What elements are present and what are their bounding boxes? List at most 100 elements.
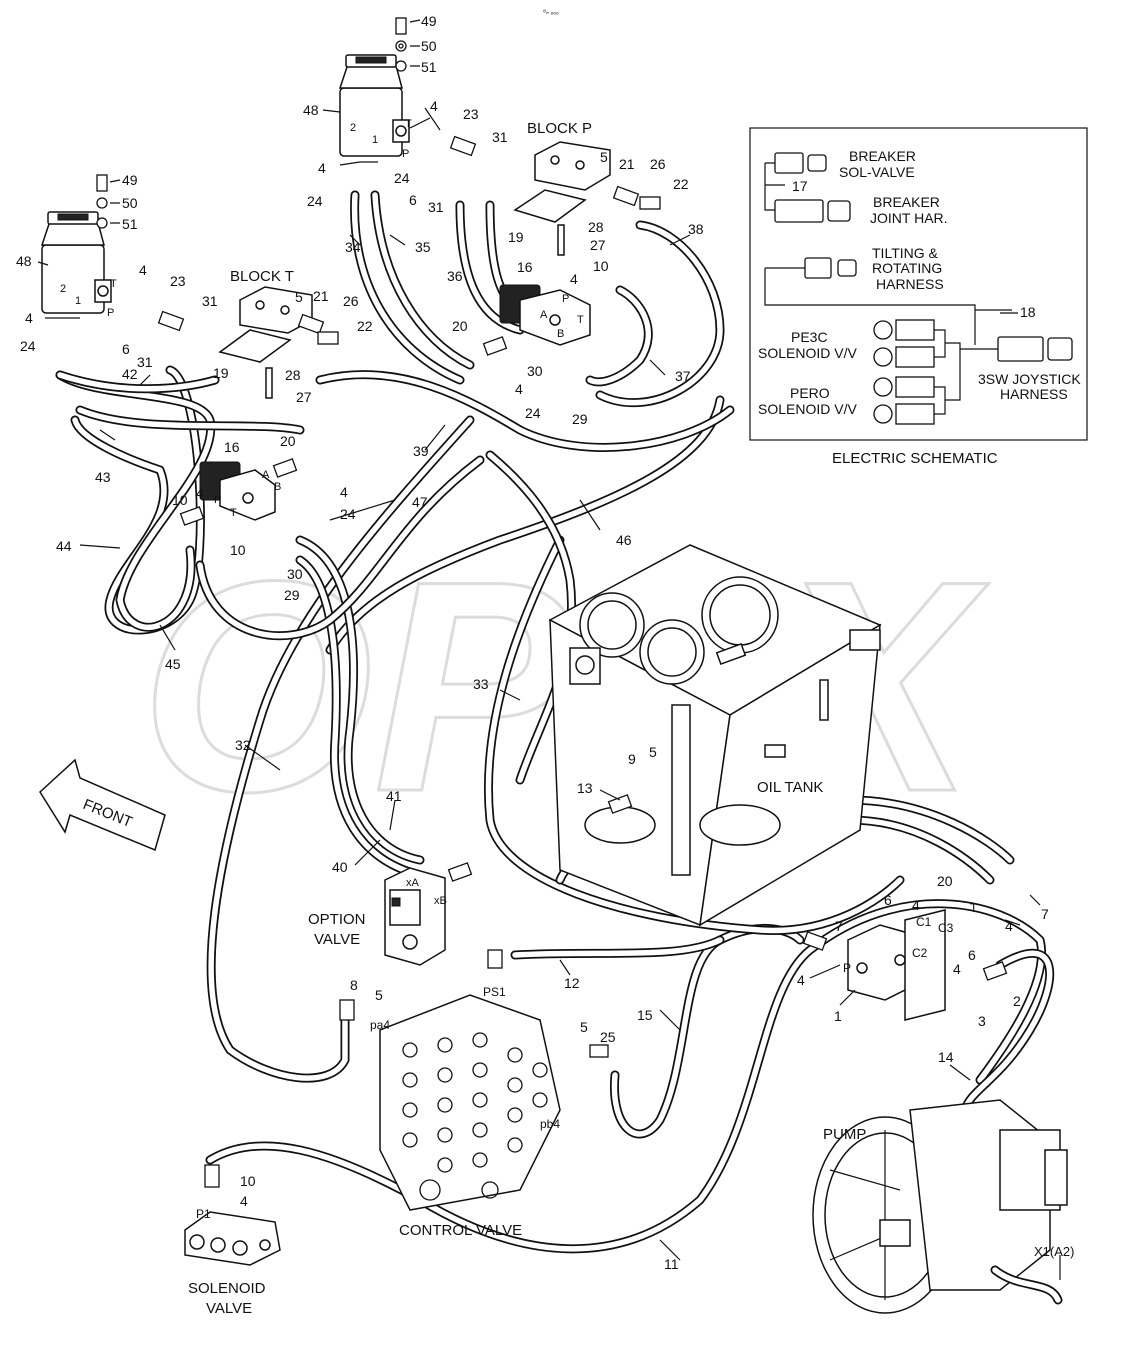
callout-6-a: 6 xyxy=(409,192,417,208)
callout-30-a: 30 xyxy=(527,363,543,379)
port-c2: C2 xyxy=(912,946,928,960)
callout-20-a: 20 xyxy=(452,318,468,334)
callout-14: 14 xyxy=(938,1049,954,1065)
callout-24-c: 24 xyxy=(20,338,36,354)
callout-24-b: 24 xyxy=(394,170,410,186)
schematic-breaker-joint-1: BREAKER xyxy=(873,194,940,210)
callout-49-left: 49 xyxy=(122,172,138,188)
captions: BLOCK P BLOCK T OIL TANK OPTION VALVE CO… xyxy=(81,120,867,1317)
hoses xyxy=(55,190,1055,1254)
hose-15 xyxy=(609,923,805,1139)
port-c3: C3 xyxy=(938,921,954,935)
caption-option-valve-1: OPTION xyxy=(308,911,366,928)
port-1-left: 1 xyxy=(75,295,81,307)
hose-34-35-36 xyxy=(350,190,525,385)
callout-4-k: 4 xyxy=(797,972,805,988)
callout-35: 35 xyxy=(415,239,431,255)
port-1-right: 1 xyxy=(372,134,378,146)
leader-lines xyxy=(37,19,1061,1280)
callout-27-a: 27 xyxy=(590,237,606,253)
port-p-block: P xyxy=(843,961,851,975)
port-p-left: P xyxy=(107,307,114,319)
callout-23-right: 23 xyxy=(463,106,479,122)
hose-14 xyxy=(960,948,1055,1115)
hose-40 xyxy=(295,535,425,865)
callout-24-d: 24 xyxy=(525,405,541,421)
callout-37: 37 xyxy=(675,368,691,384)
callout-24-a: 24 xyxy=(307,193,323,209)
callout-10-d: 10 xyxy=(240,1173,256,1189)
callout-26-b: 26 xyxy=(343,293,359,309)
callout-50-right: 50 xyxy=(421,38,437,54)
callout-6-b: 6 xyxy=(122,341,130,357)
callout-4-l: 4 xyxy=(953,961,961,977)
schematic-joystick-2: HARNESS xyxy=(1000,386,1068,402)
callout-23-left: 23 xyxy=(170,273,186,289)
joystick-right xyxy=(338,54,410,157)
port-xb: xB xyxy=(434,895,447,907)
port-a-lower: A xyxy=(262,469,270,481)
solenoid-valve xyxy=(184,1211,281,1266)
caption-solenoid-valve-1: SOLENOID xyxy=(188,1280,266,1297)
caption-solenoid-valve-2: VALVE xyxy=(206,1300,252,1317)
port-labels: 2 1 T P 2 1 T P A B P T A B P T xA xB PS… xyxy=(60,118,1074,1259)
callout-51-left: 51 xyxy=(122,216,138,232)
schematic-joystick-1: 3SW JOYSTICK xyxy=(978,371,1081,387)
schematic-pe3c-1: PE3C xyxy=(791,329,828,345)
callout-31-b: 31 xyxy=(428,199,444,215)
front-arrow xyxy=(39,758,166,852)
callout-21-b: 21 xyxy=(313,288,329,304)
hose-42-43 xyxy=(55,370,305,435)
callout-9: 9 xyxy=(628,751,636,767)
tiny-mark: ⁸ₙ ₒₒₒ xyxy=(543,9,559,16)
option-valve xyxy=(384,867,446,966)
callout-13: 13 xyxy=(577,780,593,796)
callout-34: 34 xyxy=(345,239,361,255)
callout-7-a: 7 xyxy=(1041,906,1049,922)
schematic-labels: BREAKER SOL-VALVE BREAKER JOINT HAR. TIL… xyxy=(758,148,1081,467)
hose-39 xyxy=(315,370,735,452)
caption-option-valve-2: VALVE xyxy=(314,931,360,948)
callout-15: 15 xyxy=(637,1007,653,1023)
schematic-title: ELECTRIC SCHEMATIC xyxy=(832,450,998,467)
port-2-left: 2 xyxy=(60,283,66,295)
callout-4-d: 4 xyxy=(25,310,33,326)
callout-29-a: 29 xyxy=(572,411,588,427)
callout-5-c: 5 xyxy=(649,744,657,760)
callout-4-i: 4 xyxy=(912,897,920,913)
callout-49-right: 49 xyxy=(421,13,437,29)
callout-12: 12 xyxy=(564,975,580,991)
port-pb4: pb4 xyxy=(540,1117,560,1131)
callout-10-b: 10 xyxy=(172,492,188,508)
callout-30-b: 30 xyxy=(287,566,303,582)
port-t-upper: T xyxy=(577,314,584,326)
hose-12 xyxy=(510,935,725,960)
port-ps1: PS1 xyxy=(483,985,506,999)
callout-7-b: 7 xyxy=(835,918,843,934)
port-p-right: P xyxy=(402,148,409,160)
port-b-lower: B xyxy=(274,481,281,493)
schematic-pero-1: PERO xyxy=(790,385,830,401)
solenoid-16-upper xyxy=(499,284,591,346)
solenoid-16-lower xyxy=(199,461,276,521)
hose-41 xyxy=(295,555,425,880)
callout-31-c: 31 xyxy=(202,293,218,309)
schematic-ref-18: 18 xyxy=(1020,304,1036,320)
port-2-right: 2 xyxy=(350,122,356,134)
port-t-right: T xyxy=(405,118,412,130)
callout-31-d: 31 xyxy=(137,354,153,370)
manifold-block-1 xyxy=(847,909,946,1021)
callout-38: 38 xyxy=(688,221,704,237)
joystick-left xyxy=(40,211,112,314)
schematic-tilting-3: HARNESS xyxy=(876,276,944,292)
oil-tank xyxy=(548,544,882,927)
callout-28-b: 28 xyxy=(285,367,301,383)
callout-4-c: 4 xyxy=(139,262,147,278)
port-a-upper: A xyxy=(540,309,548,321)
callout-24-e: 24 xyxy=(340,506,356,522)
hose-32 xyxy=(206,415,475,1083)
callout-16-upper: 16 xyxy=(517,259,533,275)
callout-10-c: 10 xyxy=(230,542,246,558)
callout-28-a: 28 xyxy=(588,219,604,235)
